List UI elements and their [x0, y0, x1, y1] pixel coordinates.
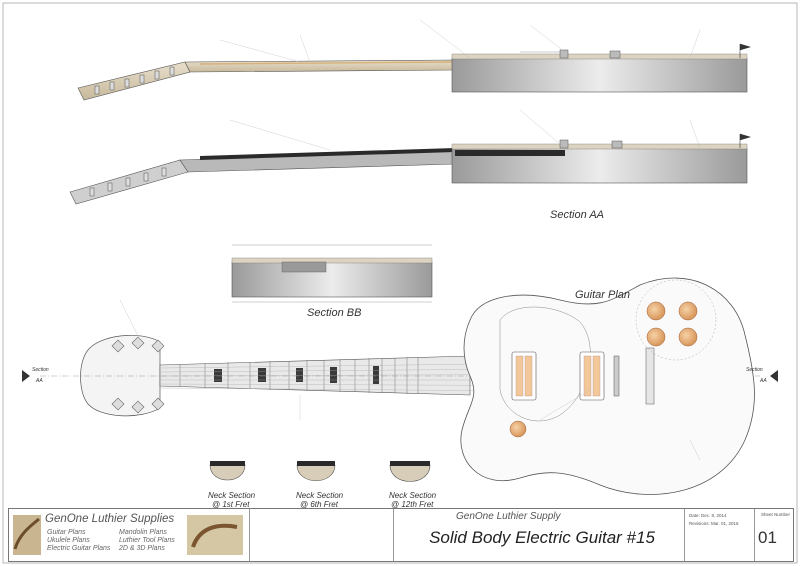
- tuner-pegs-top: [94, 66, 175, 95]
- control-cavity: [635, 279, 717, 361]
- neck-section-12-title: Neck Section: [389, 491, 437, 500]
- products-list-right: Mandolin Plans Luthier Tool Plans 2D & 3…: [119, 529, 175, 553]
- product-item: Electric Guitar Plans: [47, 545, 111, 552]
- switch-knob-icon: [509, 420, 527, 438]
- products-list-left: Guitar Plans Ukulele Plans Electric Guit…: [47, 529, 110, 553]
- section-marker-right-aa: AA: [760, 378, 767, 384]
- neck-section-6-title: Neck Section: [296, 491, 344, 500]
- brand-name: GenOne Luthier Supplies: [45, 513, 175, 525]
- neck-section-12th: [389, 464, 431, 482]
- tailpiece-plan: [645, 347, 655, 405]
- section-marker-right: Section: [746, 367, 763, 373]
- bridge-side-top: [559, 49, 569, 59]
- tailpiece-side-top: [609, 50, 621, 59]
- neck-section-1-title: Neck Section: [208, 491, 256, 500]
- neck-section-1-sub: @ 1st Fret: [212, 500, 250, 509]
- body-plan-view: [460, 277, 755, 495]
- sheet-number: 01: [758, 528, 777, 547]
- neck-section-6-sub: @ 6th Fret: [300, 500, 338, 509]
- knob-icon: [646, 327, 666, 347]
- section-bb-title: Section BB: [307, 307, 362, 319]
- annotation-leaders: [119, 19, 701, 461]
- neck-section-1st: [209, 464, 246, 481]
- guitar-logo-icon: [13, 515, 41, 555]
- knob-icon: [646, 301, 666, 321]
- neck-pocket-cut: [281, 261, 327, 273]
- product-item: Ukulele Plans: [47, 537, 90, 544]
- product-item: Mandolin Plans: [119, 529, 167, 536]
- product-item: Guitar Plans: [47, 529, 86, 536]
- section-bb-view: [231, 244, 433, 303]
- product-item: Luthier Tool Plans: [119, 537, 175, 544]
- side-view-top: [77, 43, 752, 101]
- knob-icon: [678, 327, 698, 347]
- neck-section-6th: [296, 464, 336, 481]
- date-field: Date: Dec. 8, 2014: [689, 513, 727, 518]
- neck-pickup: [511, 351, 537, 401]
- fretboard-edge-top: [199, 61, 456, 65]
- section-arrow-left: [22, 370, 30, 382]
- bridge-plan: [613, 355, 620, 397]
- neck-tenon-mid: [455, 150, 565, 156]
- flag-marker: [739, 43, 752, 58]
- neck-section-12-sub: @ 12th Fret: [391, 500, 434, 509]
- bridge-pickup: [579, 351, 605, 401]
- sheet-label: Sheet Number: [761, 512, 791, 517]
- product-item: 2D & 3D Plans: [119, 545, 165, 552]
- headstock-plan: [80, 334, 161, 417]
- top-cap-top: [451, 53, 748, 60]
- drawing-title: Solid Body Electric Guitar #15: [429, 528, 655, 547]
- fretboard-side-mid: [200, 148, 455, 160]
- neck-sections: [209, 461, 431, 482]
- brand-panel: GenOne Luthier Supplies Guitar Plans Uku…: [9, 509, 250, 561]
- company-name: GenOne Luthier Supply: [456, 511, 561, 522]
- revision-field: Revisions: Mar. 01, 2016: [689, 521, 739, 526]
- guitar-photo-icon: [187, 515, 243, 555]
- body-outline-plan: [460, 277, 755, 495]
- control-knobs: [509, 301, 698, 438]
- knob-icon: [678, 301, 698, 321]
- side-view-middle: [69, 133, 752, 205]
- title-block: GenOne Luthier Supplies Guitar Plans Uku…: [8, 508, 794, 562]
- section-marker-left-aa: AA: [36, 378, 43, 384]
- body-side-top: [451, 57, 748, 93]
- guitar-plan-title: Guitar Plan: [575, 289, 631, 301]
- section-aa-title: Section AA: [550, 209, 605, 221]
- section-arrow-right: [770, 370, 778, 382]
- section-marker-left: Section: [32, 367, 49, 373]
- section-bb-body: [231, 261, 433, 298]
- tuner-buttons-plan: [111, 336, 165, 414]
